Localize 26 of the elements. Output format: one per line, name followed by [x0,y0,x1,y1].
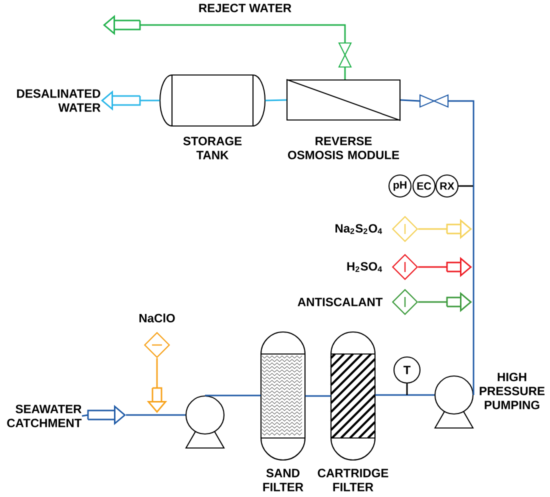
equipment-label: CARTRIDGE FILTER [318,468,388,492]
chemical-label: NaClO [139,314,175,322]
equipment-label: SAND FILTER [263,468,304,492]
edge-label: REJECT WATER [197,2,293,14]
chemical-label: ANTISCALANT [298,298,383,306]
pump [185,395,225,449]
pipe [126,414,186,416]
chemical-label: H$_{2}$SO$_{4}$ [347,262,382,272]
pipe [265,99,286,102]
valve [419,94,449,108]
pipe [448,100,474,395]
flow-label: SEAWATER CATCHMENT [7,404,82,428]
equipment-label: HIGH PRESSURE PUMPING [480,372,545,410]
signal-line [406,384,408,395]
temperature-sensor: T [393,356,421,384]
pipe [344,67,346,80]
valve [338,42,352,68]
pipe [400,99,420,102]
pipe [305,395,331,397]
pipe [205,394,261,396]
flow-label: DESALINATED WATER [17,89,100,112]
equipment-label: REVERSE OSMOSIS MODULE [288,136,400,160]
equipment-label: STORAGE TANK [183,136,242,160]
signal-line [458,185,473,187]
chemical-label: Na$_{2}$S$_{2}$O$_{4}$ [336,224,382,234]
pipe [375,394,434,396]
